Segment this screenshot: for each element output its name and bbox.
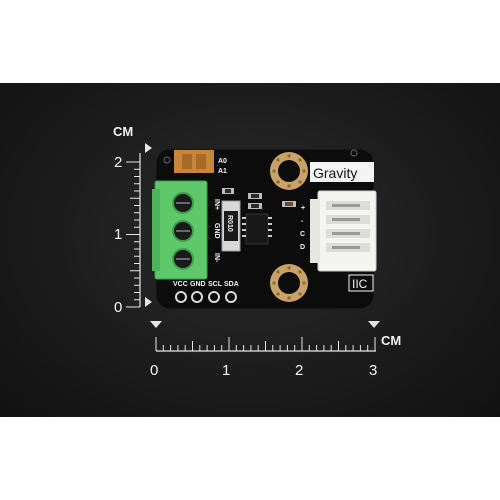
pin-label-vcc: VCC xyxy=(173,281,188,288)
horizontal-ruler: CM 0 1 2 3 xyxy=(150,321,401,379)
terminal-screw-2 xyxy=(172,220,194,242)
smd-components xyxy=(222,188,296,209)
pin-header xyxy=(175,291,237,303)
terminal-block-side xyxy=(152,189,160,271)
dip-switch-lever-2 xyxy=(196,154,206,169)
dip-switch xyxy=(174,150,214,173)
terminal-screw-1 xyxy=(172,192,194,214)
vertical-ruler-top-marker xyxy=(145,143,152,153)
vertical-tick-label-0: 0 xyxy=(114,299,122,316)
via-hole xyxy=(163,156,171,164)
gravity-brand-text: Gravity xyxy=(313,165,357,181)
connector-label-plus: + xyxy=(301,205,305,212)
ic-chip xyxy=(245,213,269,245)
terminal-label-gnd: GND xyxy=(213,223,220,239)
vertical-ruler-ticks xyxy=(126,161,140,308)
shunt-resistor-marking: R010 xyxy=(226,215,233,232)
vertical-ruler-unit: CM xyxy=(113,124,133,139)
dip-switch-lever-1 xyxy=(182,154,192,169)
terminal-label-in-minus: IN- xyxy=(213,253,220,263)
gravity-label-plate xyxy=(310,162,374,182)
horizontal-ruler-left-marker xyxy=(150,321,162,328)
connector-pins xyxy=(326,201,370,252)
mount-hole-bottom xyxy=(270,264,308,302)
connector-label-minus: - xyxy=(301,218,304,225)
ic-chip-pins xyxy=(242,217,272,237)
mount-hole-top xyxy=(270,152,308,190)
pin-label-gnd: GND xyxy=(190,281,206,288)
horizontal-tick-label-2: 2 xyxy=(295,362,303,379)
horizontal-ruler-ticks xyxy=(155,337,376,351)
iic-label-box xyxy=(348,274,374,292)
connector-latch xyxy=(310,199,320,263)
vertical-tick-label-1: 1 xyxy=(114,226,122,243)
horizontal-tick-label-1: 1 xyxy=(222,362,230,379)
switch-label-a1: A1 xyxy=(218,168,227,175)
pin-label-sda: SDA xyxy=(224,281,239,288)
vertical-ruler: CM 2 1 0 xyxy=(113,124,152,316)
sensor-board: A0 A1 IN+ GND IN- R010 xyxy=(152,148,377,310)
pin-label-scl: SCL xyxy=(208,281,223,288)
horizontal-tick-label-0: 0 xyxy=(150,362,158,379)
terminal-label-in-plus: IN+ xyxy=(213,199,220,210)
connector-label-c: C xyxy=(300,231,305,238)
iic-label: IIC xyxy=(352,277,368,291)
via-hole-right xyxy=(350,149,358,157)
switch-label-a0: A0 xyxy=(218,158,227,165)
connector-label-d: D xyxy=(300,244,305,251)
product-photo: CM 2 1 0 CM 0 1 2 3 A0 A1 xyxy=(0,83,500,417)
shunt-resistor-body xyxy=(224,211,238,241)
horizontal-tick-label-3: 3 xyxy=(369,362,377,379)
vertical-tick-label-2: 2 xyxy=(114,154,122,171)
horizontal-ruler-unit: CM xyxy=(381,333,401,348)
vertical-ruler-bottom-marker xyxy=(145,297,152,307)
terminal-screw-3 xyxy=(172,248,194,270)
horizontal-ruler-right-marker xyxy=(368,321,380,328)
photo-scene: CM 2 1 0 CM 0 1 2 3 A0 A1 xyxy=(113,124,401,379)
